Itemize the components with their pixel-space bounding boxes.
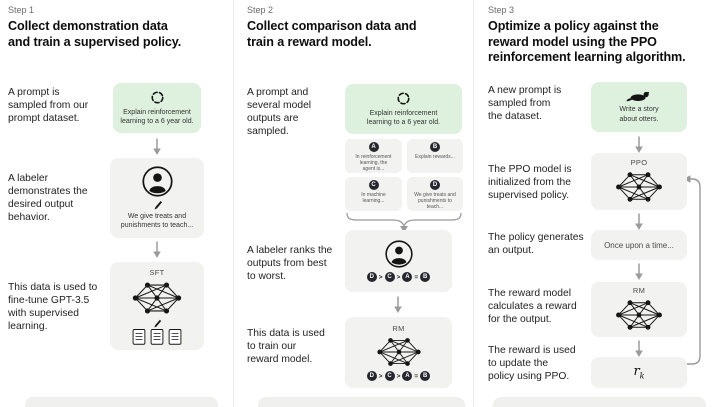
brace-arrow-icon [346, 212, 462, 233]
step3-init-text: The PPO model is initialized from the su… [488, 164, 572, 202]
step3-heading: Optimize a policy against the reward mod… [488, 19, 686, 65]
rank-circle: D [366, 272, 377, 282]
rank-separator: = [414, 372, 419, 380]
sample-refresh-icon [150, 90, 165, 105]
down-arrow-icon [634, 263, 644, 281]
rank-circle: D [366, 371, 377, 381]
otter-icon [626, 90, 652, 102]
output-badge-b: B [430, 142, 440, 152]
output-card-a: A In reinforcement learning, the agent i… [345, 139, 402, 173]
step3-output-card-text: Once upon a time... [604, 240, 674, 250]
step2-rank-text: A labeler ranks the outputs from best to… [247, 245, 333, 283]
pencil-icon [152, 199, 163, 210]
output-text-c: In machine learning... [361, 192, 386, 205]
step2-column: Step 2 Collect comparison data and train… [233, 0, 473, 407]
sft-label: SFT [149, 267, 165, 277]
step2-prompt-card-text: Explain reinforcement learning to a 6 ye… [366, 109, 441, 126]
output-text-d: We give treats and punishments to teach.… [414, 192, 456, 211]
step3-output-text: The policy generates an output. [488, 232, 584, 257]
step3-reward-value-card: rk [591, 357, 687, 388]
step2-train-text: This data is used to train our reward mo… [247, 328, 325, 366]
output-card-d: D We give treats and punishments to teac… [407, 177, 463, 211]
step3-ppo-card: PPO [591, 153, 687, 210]
ranking-row: D > C > A = B [366, 272, 431, 282]
step3-update-text: The reward is used to update the policy … [488, 345, 576, 383]
step3-prompt-card-text: Write a story about otters. [619, 106, 659, 123]
rank-separator: > [378, 372, 383, 380]
step2-labeler-card: D > C > A = B [345, 230, 452, 292]
neural-network-icon [375, 335, 423, 369]
step3-reward-text: The reward model calculates a reward for… [488, 288, 577, 326]
step3-prompt-text: A new prompt is sampled from the dataset… [488, 85, 562, 123]
step1-prompt-card: Explain reinforcement learning to a 6 ye… [113, 83, 201, 133]
output-card-c: C In machine learning... [345, 177, 402, 211]
step1-heading: Collect demonstration data and train a s… [8, 19, 182, 49]
neural-network-icon [131, 279, 183, 317]
step1-sft-card: SFT [110, 262, 204, 350]
step3-prompt-card: Write a story about otters. [591, 82, 687, 132]
step2-prompt-text: A prompt and several model outputs are s… [247, 87, 312, 138]
step1-prompt-card-text: Explain reinforcement learning to a 6 ye… [120, 108, 194, 125]
rank-separator: > [396, 372, 401, 380]
step1-labeler-card: We give treats and punishments to teach.… [110, 158, 204, 238]
reward-symbol: rk [633, 364, 645, 381]
output-text-b: Explain rewards... [415, 154, 455, 160]
step3-column: Step 3 Optimize a policy against the rew… [473, 0, 720, 407]
step3-label: Step 3 [488, 5, 515, 15]
rank-circle: A [402, 272, 413, 282]
step2-prompt-card: Explain reinforcement learning to a 6 ye… [345, 84, 462, 134]
step3-output-card: Once upon a time... [591, 230, 687, 260]
column-divider [233, 0, 234, 407]
ppo-feedback-loop-arrow [683, 175, 701, 365]
output-badge-c: C [368, 180, 379, 190]
down-arrow-icon [152, 241, 162, 259]
down-arrow-icon [634, 340, 644, 358]
step1-column: Step 1 Collect demonstration data and tr… [0, 0, 233, 407]
rank-circle: B [420, 371, 431, 381]
neural-network-icon [614, 169, 664, 205]
cropped-bottom-card [25, 397, 218, 407]
rank-separator: = [414, 273, 419, 281]
rank-separator: > [378, 273, 383, 281]
cropped-bottom-card [493, 397, 706, 407]
down-arrow-icon [634, 136, 644, 154]
step1-finetune-text: This data is used to fine-tune GPT-3.5 w… [8, 282, 98, 333]
rank-circle: A [402, 371, 413, 381]
cropped-bottom-card [258, 397, 465, 407]
pencil-icon [152, 318, 162, 328]
rm-label: RM [392, 324, 405, 333]
labeler-person-icon [142, 166, 173, 197]
step2-rm-card: RM D > C > A = B [345, 317, 452, 388]
output-badge-d: D [430, 180, 440, 190]
neural-network-icon [614, 297, 664, 333]
rank-circle: C [384, 272, 395, 282]
output-badge-a: A [368, 142, 379, 152]
output-text-a: In reinforcement learning, the agent is.… [355, 154, 392, 173]
rank-circle: C [384, 371, 395, 381]
down-arrow-icon [393, 296, 403, 314]
rank-circle: B [420, 272, 431, 282]
step1-prompt-text: A prompt is sampled from our prompt data… [8, 87, 89, 125]
down-arrow-icon [152, 138, 162, 156]
documents-icon [132, 329, 182, 345]
step1-demo-card-text: We give treats and punishments to teach.… [120, 212, 194, 229]
down-arrow-icon [634, 213, 644, 231]
column-divider [473, 0, 474, 407]
step2-label: Step 2 [247, 5, 274, 15]
step1-labeler-text: A labeler demonstrates the desired outpu… [8, 173, 88, 224]
ranking-row: D > C > A = B [366, 371, 431, 381]
labeler-person-icon [385, 240, 413, 268]
ppo-label: PPO [630, 158, 648, 167]
step2-heading: Collect comparison data and train a rewa… [247, 19, 417, 49]
sample-refresh-icon [396, 91, 411, 106]
step1-label: Step 1 [8, 5, 35, 15]
output-card-b: B Explain rewards... [407, 139, 463, 173]
step3-rm-card: RM [591, 282, 687, 337]
rank-separator: > [396, 273, 401, 281]
rm-label: RM [632, 286, 646, 295]
